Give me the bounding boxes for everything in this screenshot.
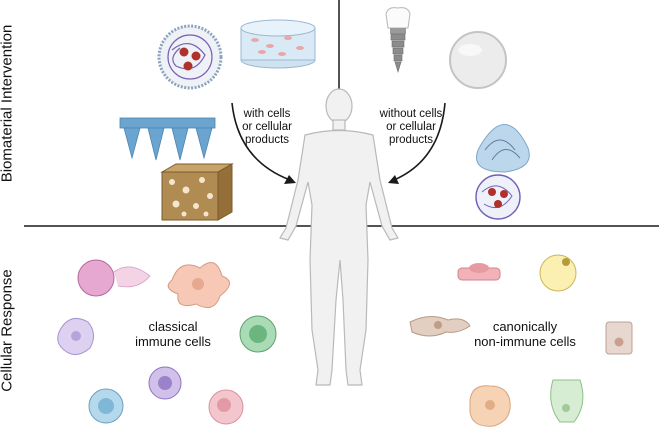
right-arrow-line-2: or cellular	[386, 121, 436, 133]
dental-implant-icon	[385, 7, 411, 74]
hepatocyte-icon	[469, 385, 511, 427]
left-group-line-1: classical	[148, 319, 198, 334]
left-arrow-label: with cells or cellular products	[232, 108, 302, 147]
right-group-line-2: non-immune cells	[474, 334, 576, 349]
goblet-cell-icon	[550, 379, 584, 423]
right-arrow-line-1: without cells	[379, 108, 443, 120]
non-immune-cells-label: canonically non-immune cells	[462, 319, 588, 349]
neutrophil-net-icon	[77, 259, 151, 297]
polymer-disc-icon	[449, 31, 507, 89]
right-group-line-1: canonically	[492, 319, 558, 334]
porous-scaffold-icon	[160, 163, 234, 221]
left-group-line-2: immune cells	[135, 334, 211, 349]
microneedle-patch-icon	[119, 117, 216, 161]
necrotic-cell-icon	[208, 389, 244, 425]
dendritic-cell-icon	[167, 262, 230, 309]
left-arrow-line-3: products	[244, 134, 290, 146]
left-arrow-line-1: with cells	[243, 108, 291, 120]
epithelial-cell-icon	[605, 321, 633, 355]
left-arrow-head	[284, 175, 296, 184]
right-arrow-head	[388, 175, 399, 184]
b-cell-icon	[88, 388, 124, 424]
right-arrow-line-3: products	[388, 134, 434, 146]
right-arrow	[393, 102, 446, 181]
left-arrow-line-2: or cellular	[242, 121, 292, 133]
acellular-hydrogel-icon	[476, 124, 530, 173]
adipocyte-icon	[539, 254, 577, 292]
fibroblast-icon	[409, 316, 471, 337]
cell-laden-hydrogel-icon	[240, 19, 316, 69]
classical-immune-cells-label: classical immune cells	[118, 319, 228, 349]
nanoparticle-icon	[475, 174, 521, 220]
human-body-figure	[279, 88, 399, 386]
endothelial-cell-icon	[457, 263, 501, 281]
right-arrow-label: without cells or cellular products	[372, 108, 450, 147]
cell-loaded-liposome-icon	[157, 24, 223, 90]
t-cell-icon	[239, 315, 277, 353]
mast-cell-icon	[148, 366, 182, 400]
macrophage-icon	[57, 317, 94, 355]
left-arrow	[231, 102, 291, 181]
